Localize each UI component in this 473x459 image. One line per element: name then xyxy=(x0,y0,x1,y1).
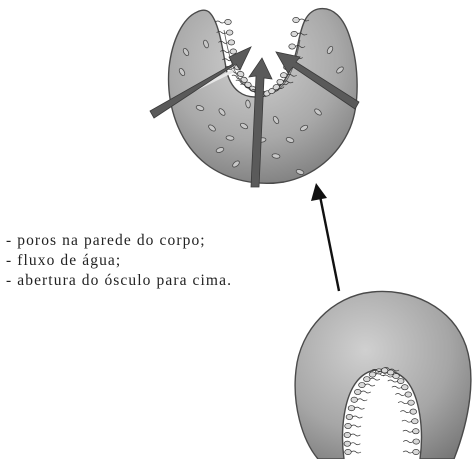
choanocyte-cell xyxy=(400,408,417,415)
choanocyte-cell xyxy=(292,17,310,23)
pore xyxy=(245,99,251,109)
caption: - poros na parede do corpo; - fluxo de á… xyxy=(6,231,306,291)
choanocyte-cell xyxy=(235,79,252,88)
caption-line-osculum: - abertura do ósculo para cima. xyxy=(6,272,233,289)
choanocyte-cell xyxy=(216,29,234,36)
choanocyte-cell xyxy=(220,48,237,55)
water-flow-arrow xyxy=(248,57,273,188)
pore xyxy=(272,115,280,125)
inverted-sponge xyxy=(294,290,472,459)
choanocyte-cell xyxy=(363,376,381,383)
pore xyxy=(295,169,305,175)
transition-arrow xyxy=(311,183,341,292)
choanocyte-cell xyxy=(214,19,232,25)
water-flow-arrow xyxy=(275,51,360,110)
choanocyte-cell xyxy=(395,391,412,398)
pore xyxy=(314,108,322,116)
choanocyte-cell xyxy=(377,369,395,376)
water-flow-arrow xyxy=(149,46,252,119)
pore xyxy=(178,67,186,77)
inverted-sponge-body xyxy=(294,290,472,459)
choanocyte-cell xyxy=(397,399,415,406)
choanocyte-cell xyxy=(387,378,405,384)
choanocyte-cell xyxy=(344,423,362,429)
choanocyte-cell xyxy=(345,414,363,420)
pores xyxy=(178,39,344,175)
choanocyte-cell xyxy=(382,373,400,380)
choanocyte-cell xyxy=(402,428,420,435)
pore xyxy=(239,122,249,130)
choanocyte-cell xyxy=(290,31,308,37)
choanocyte-layer xyxy=(343,367,420,455)
pore xyxy=(225,135,235,141)
pore xyxy=(203,39,209,49)
pore xyxy=(182,47,190,57)
choanocyte-cell xyxy=(343,432,361,438)
pore xyxy=(232,160,240,168)
choanocyte-cell xyxy=(280,72,297,79)
water-flow-arrows xyxy=(149,46,360,188)
choanocyte-cell xyxy=(231,74,248,83)
choanocyte-cell xyxy=(358,382,376,388)
pore xyxy=(215,147,225,153)
upright-sponge xyxy=(149,7,360,188)
choanocyte-cell xyxy=(344,449,362,455)
pore xyxy=(336,66,344,74)
choanocyte-cell xyxy=(343,440,361,447)
caption-line-water-flow: - fluxo de água; xyxy=(6,252,122,269)
choanocyte-cell xyxy=(276,78,294,85)
choanocyte-cell xyxy=(391,384,409,391)
pore xyxy=(208,124,216,132)
choanocyte-cell xyxy=(354,389,371,395)
pore xyxy=(285,137,295,143)
pore xyxy=(218,108,226,116)
pore xyxy=(326,45,334,55)
choanocyte-cell xyxy=(403,438,420,445)
choanocyte-cell xyxy=(350,396,368,403)
choanocyte-cell xyxy=(288,43,306,50)
caption-line-pores: - poros na parede do corpo; xyxy=(6,232,206,249)
pore xyxy=(299,124,309,132)
choanocyte-cell xyxy=(228,68,245,78)
pore xyxy=(195,105,205,111)
choanocyte-cell xyxy=(347,405,365,412)
choanocyte-cell xyxy=(402,449,420,455)
pore xyxy=(271,153,281,159)
choanocyte-cell xyxy=(218,39,236,46)
choanocyte-cell xyxy=(401,418,419,425)
